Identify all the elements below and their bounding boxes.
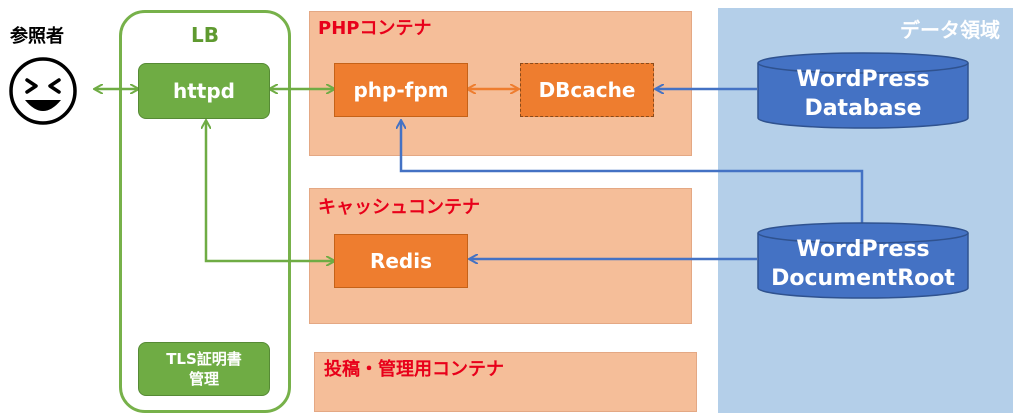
redis-node: Redis (334, 234, 468, 288)
documentroot-line2: DocumentRoot (771, 266, 955, 291)
httpd-redis-connector (206, 121, 334, 261)
php-fpm-node: php-fpm (334, 63, 468, 117)
tls-cert-node: TLS証明書 管理 (138, 342, 270, 396)
user-label: 参照者 (10, 26, 64, 47)
admin-container-label: 投稿・管理用コンテナ (324, 359, 504, 380)
tls-cert-line1: TLS証明書 (166, 350, 242, 368)
database-line1: WordPress (796, 67, 930, 92)
admin-container (314, 352, 697, 412)
tls-cert-line2: 管理 (188, 370, 219, 388)
lb-title: LB (191, 23, 219, 47)
dbcache-node: DBcache (520, 63, 654, 117)
wordpress-database: WordPress Database (757, 52, 969, 130)
documentroot-line1: WordPress (796, 237, 930, 262)
database-cylinder-icon (757, 222, 969, 299)
httpd-node: httpd (138, 63, 270, 119)
docroot-phpfpm-connector (401, 121, 864, 228)
data-region-title: データ領域 (900, 18, 1000, 42)
database-line2: Database (804, 96, 922, 121)
cache-container-label: キャッシュコンテナ (318, 197, 480, 218)
database-cylinder-icon (757, 52, 969, 129)
smiley-face-icon (9, 57, 77, 125)
wordpress-documentroot: WordPress DocumentRoot (757, 222, 969, 300)
php-container-label: PHPコンテナ (318, 18, 432, 39)
